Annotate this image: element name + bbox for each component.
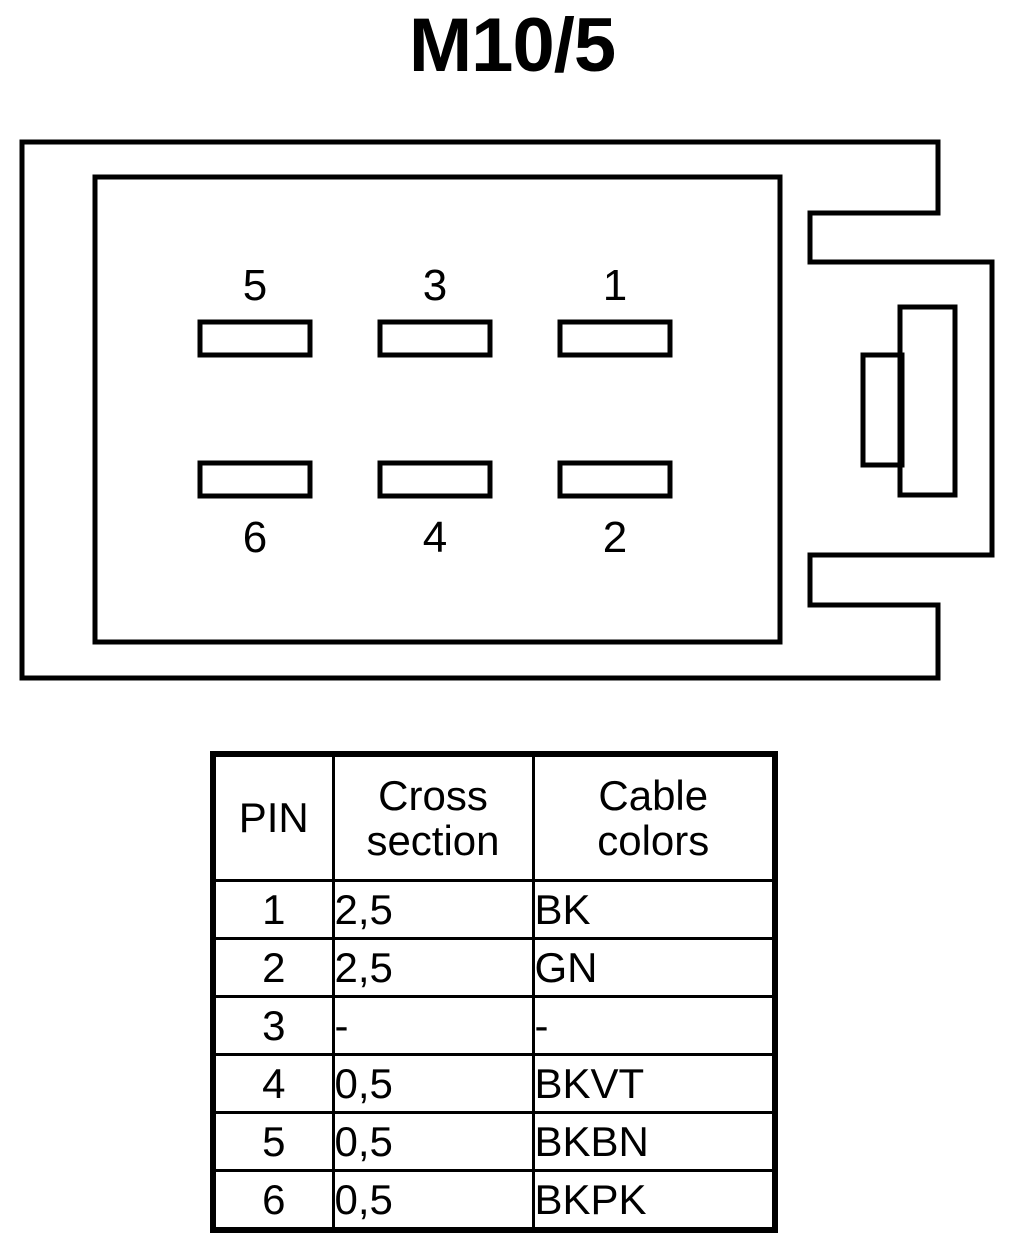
pin-slot-4 xyxy=(377,460,493,499)
pin-slot-3 xyxy=(377,319,493,358)
table-row: 1 2,5 BK xyxy=(211,879,777,940)
connector-diagram: 5 3 1 6 4 2 xyxy=(19,139,995,681)
cell-pin: 5 xyxy=(211,1111,335,1172)
header-color-line1: Cable xyxy=(598,771,709,819)
cell-color: GN xyxy=(531,937,777,998)
cell-pin: 6 xyxy=(211,1169,335,1232)
cell-cross: 0,5 xyxy=(331,1169,535,1232)
pin-slot-5 xyxy=(197,319,313,358)
header-pin-text: PIN xyxy=(238,794,309,842)
connector-outer-body xyxy=(19,139,995,681)
pin-label-top-2: 3 xyxy=(423,261,447,310)
cell-color: BKPK xyxy=(531,1169,777,1232)
cell-pin: 1 xyxy=(211,879,335,940)
cell-cross: 0,5 xyxy=(331,1111,535,1172)
header-cable-colors: Cable colors xyxy=(531,752,777,882)
pin-label-bottom-2: 4 xyxy=(423,513,447,562)
table-row: 4 0,5 BKVT xyxy=(211,1053,777,1114)
cell-cross: - xyxy=(331,995,535,1056)
pin-label-bottom-1: 6 xyxy=(243,513,267,562)
cell-color: BKBN xyxy=(531,1111,777,1172)
table-body: 1 2,5 BK 2 2,5 GN 3 - - 4 0,5 BKVT 5 0,5 xyxy=(211,879,777,1232)
table-row: 3 - - xyxy=(211,995,777,1056)
cell-color: - xyxy=(531,995,777,1056)
pin-slot-1 xyxy=(557,319,673,358)
page-title: M10/5 xyxy=(408,3,616,88)
cell-cross: 0,5 xyxy=(331,1053,535,1114)
cell-color: BKVT xyxy=(531,1053,777,1114)
latch-inner-rect-large xyxy=(897,304,958,498)
cell-pin: 3 xyxy=(211,995,335,1056)
pin-label-bottom-3: 2 xyxy=(603,513,627,562)
pin-slot-6 xyxy=(197,460,313,499)
latch-inner-rect-small xyxy=(860,352,905,468)
connector-inner-cavity xyxy=(92,174,783,645)
header-cross-line1: Cross xyxy=(378,771,488,819)
cell-cross: 2,5 xyxy=(331,879,535,940)
header-cross-section: Cross section xyxy=(331,752,535,882)
table-row: 2 2,5 GN xyxy=(211,937,777,998)
table-row: 5 0,5 BKBN xyxy=(211,1111,777,1172)
table-row: 6 0,5 BKPK xyxy=(211,1169,777,1232)
cell-pin: 4 xyxy=(211,1053,335,1114)
cell-cross: 2,5 xyxy=(331,937,535,998)
cell-color: BK xyxy=(531,879,777,940)
header-pin: PIN xyxy=(211,752,335,882)
table-header-row: PIN Cross section Cable colors xyxy=(211,752,777,882)
pin-assignment-table: PIN Cross section Cable colors 1 2,5 BK … xyxy=(210,751,778,1233)
header-cross-line2: section xyxy=(366,817,500,864)
cell-pin: 2 xyxy=(211,937,335,998)
header-color-line2: colors xyxy=(597,817,710,864)
pin-label-top-1: 5 xyxy=(243,261,267,310)
pin-label-top-3: 1 xyxy=(603,261,627,310)
pin-table-container: PIN Cross section Cable colors 1 2,5 BK … xyxy=(210,751,778,1233)
pin-slot-2 xyxy=(557,460,673,499)
